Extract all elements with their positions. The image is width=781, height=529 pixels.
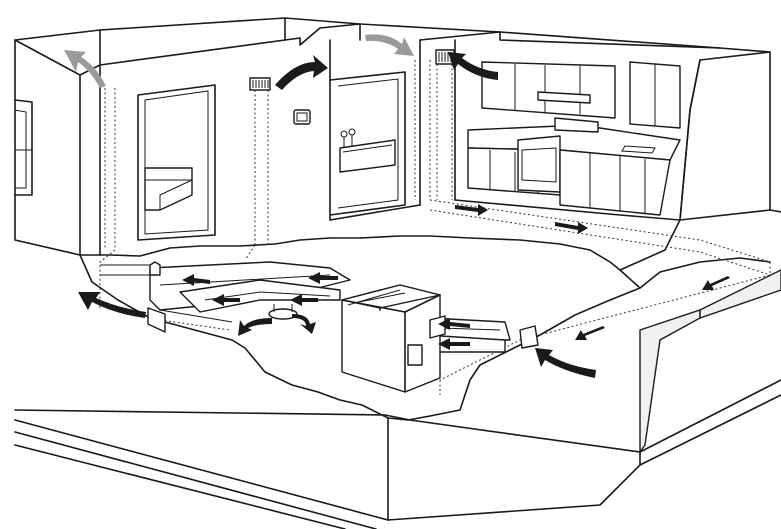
bathroom-doorway [329,71,406,216]
duct-arrow [455,204,488,216]
bedroom-doorway [137,84,216,241]
exterior-hood-left [147,307,166,333]
hrv-unit [341,284,446,393]
basement-ducts [147,261,539,353]
exhaust-out-arrow [78,292,146,318]
thermostat [293,109,311,125]
duct-arrow [182,274,210,286]
basement-diffuser-arrow-right [292,314,316,334]
duct-arrow [438,338,470,350]
exterior-hood-right [519,325,539,349]
floor-duct-left [100,264,233,323]
bedroom-supply-grille [249,77,271,91]
duct-arrow [575,326,605,340]
duct-arrow [702,276,730,290]
duct-arrow [438,318,470,330]
left-window [14,99,33,196]
exhaust-arrow-left [64,50,106,88]
supply-arrow-kitchen [448,52,498,80]
basement-diffuser [268,308,298,320]
exhaust-arrow-bath [365,34,414,56]
concrete-section [639,309,701,455]
foundation [14,269,781,529]
fresh-air-intake-arrow [535,348,596,378]
basement-floor-cut [79,235,771,421]
duct-arrow [212,294,240,306]
exhaust-air-arrows [64,34,414,88]
duct-arrow [555,222,588,234]
duct-arrow [308,272,338,284]
basement-diffuser-arrow-left [238,318,272,336]
main-floor [14,17,781,271]
hrv-port [407,344,423,366]
duct-arrow [290,294,318,306]
supply-arrow-bedroom [275,55,328,90]
duct-flow-arrows [182,204,730,350]
kitchen-cabinets [467,61,681,216]
thermostat-display [296,112,308,122]
vertical-ducts [99,60,771,395]
supply-air-arrows [78,52,596,378]
